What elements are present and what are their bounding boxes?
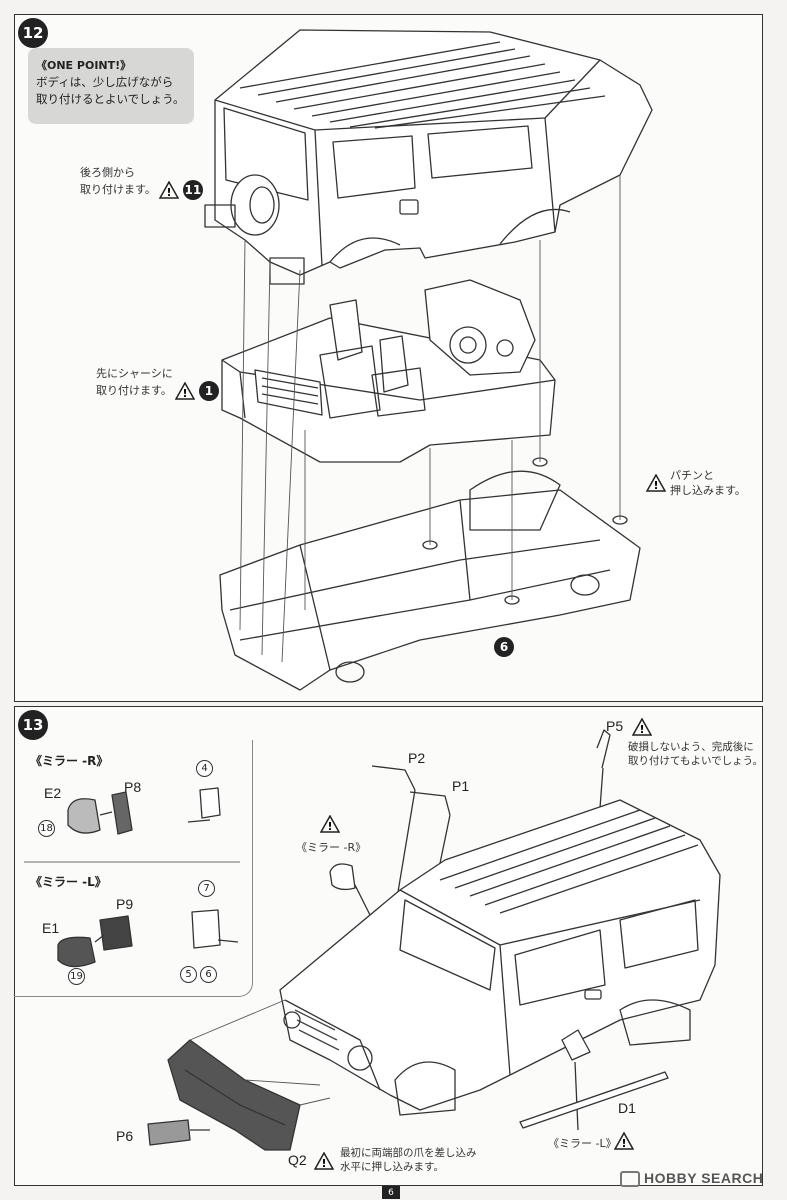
part-num-19: 19 (68, 968, 85, 985)
svg-text:!: ! (327, 820, 332, 833)
part-p2-label: P2 (408, 750, 426, 766)
part-p6-label: P6 (116, 1128, 134, 1144)
warning-icon: ! (314, 1152, 334, 1170)
note-chassis-line1: 先にシャーシに (96, 367, 173, 380)
mirror-detail-box (14, 740, 253, 997)
q2-note: 最初に両端部の爪を差し込み 水平に押し込みます。 (340, 1146, 477, 1174)
warning-icon: ! (614, 1132, 634, 1150)
part-p5-label: P5 (606, 718, 624, 734)
note-snap-line2: 押し込みます。 (670, 484, 746, 497)
step-12-drawing (204, 29, 653, 691)
page-number: 6 (382, 1186, 400, 1199)
warning-icon: ! (646, 474, 666, 492)
svg-text:!: ! (167, 186, 172, 199)
note-snap-line1: パチンと (670, 469, 714, 482)
one-point-box: 《ONE POINT!》 ボディは、少し広げながら 取り付けるとよいでしょう。 (28, 48, 194, 124)
warning-icon: ! (175, 382, 196, 400)
chassis-ref-badge: 6 (494, 637, 514, 657)
q2-note-line1: 最初に両端部の爪を差し込み (340, 1147, 477, 1159)
mirror-l-title: 《ミラー -L》 (30, 875, 107, 889)
svg-text:!: ! (639, 723, 644, 736)
svg-text:!: ! (653, 479, 658, 492)
warning-icon: ! (320, 815, 340, 833)
part-p8-label: P8 (124, 779, 142, 795)
part-p1-label: P1 (452, 778, 470, 794)
note-chassis-line2: 取り付けます。 (96, 384, 172, 397)
one-point-heading: 《ONE POINT!》 (36, 59, 132, 72)
part-q2-label: Q2 (288, 1152, 307, 1168)
part-num-5: 5 (180, 966, 197, 983)
note-chassis: 先にシャーシに 取り付けます。 ! 1 (96, 366, 219, 401)
part-num-4: 4 (196, 760, 213, 777)
note-rear-line2: 取り付けます。 (80, 183, 156, 196)
part-num-18: 18 (38, 820, 55, 837)
camera-icon (620, 1171, 640, 1188)
logo-text: HOBBY SEARCH (644, 1170, 764, 1186)
svg-text:!: ! (321, 1157, 326, 1170)
ref-badge-1: 1 (198, 381, 219, 401)
warning-icon: ! (159, 181, 180, 199)
mirror-r-ref: 《ミラー -R》 (296, 841, 367, 854)
p5-note: 破損しないよう、完成後に 取り付けてもよいでしょう。 (628, 740, 763, 768)
step-12-badge: 12 (18, 18, 48, 48)
part-e1-label: E1 (42, 920, 60, 936)
mirror-r-title: 《ミラー -R》 (30, 754, 109, 768)
one-point-line1: ボディは、少し広げながら (36, 75, 174, 89)
note-rear-line1: 後ろ側から (80, 166, 135, 179)
p5-note-line2: 取り付けてもよいでしょう。 (628, 755, 764, 767)
part-p9-label: P9 (116, 896, 134, 912)
svg-text:!: ! (621, 1137, 626, 1150)
part-e2-label: E2 (44, 785, 62, 801)
one-point-line2: 取り付けるとよいでしょう。 (36, 92, 185, 106)
note-rear: 後ろ側から 取り付けます。 ! 11 (80, 165, 203, 200)
part-num-6: 6 (200, 966, 217, 983)
p5-note-line1: 破損しないよう、完成後に (628, 741, 754, 753)
mirror-l-ref: 《ミラー -L》 (548, 1137, 617, 1150)
part-num-7: 7 (198, 880, 215, 897)
ref-badge-11: 11 (182, 180, 203, 200)
note-snap: ! パチンと 押し込みます。 (646, 468, 746, 498)
hobby-search-logo: HOBBY SEARCH (620, 1170, 764, 1188)
part-d1-label: D1 (618, 1100, 636, 1116)
warning-icon: ! (632, 718, 652, 736)
svg-text:!: ! (183, 387, 188, 400)
q2-note-line2: 水平に押し込みます。 (340, 1161, 444, 1173)
step-13-badge: 13 (18, 710, 48, 740)
